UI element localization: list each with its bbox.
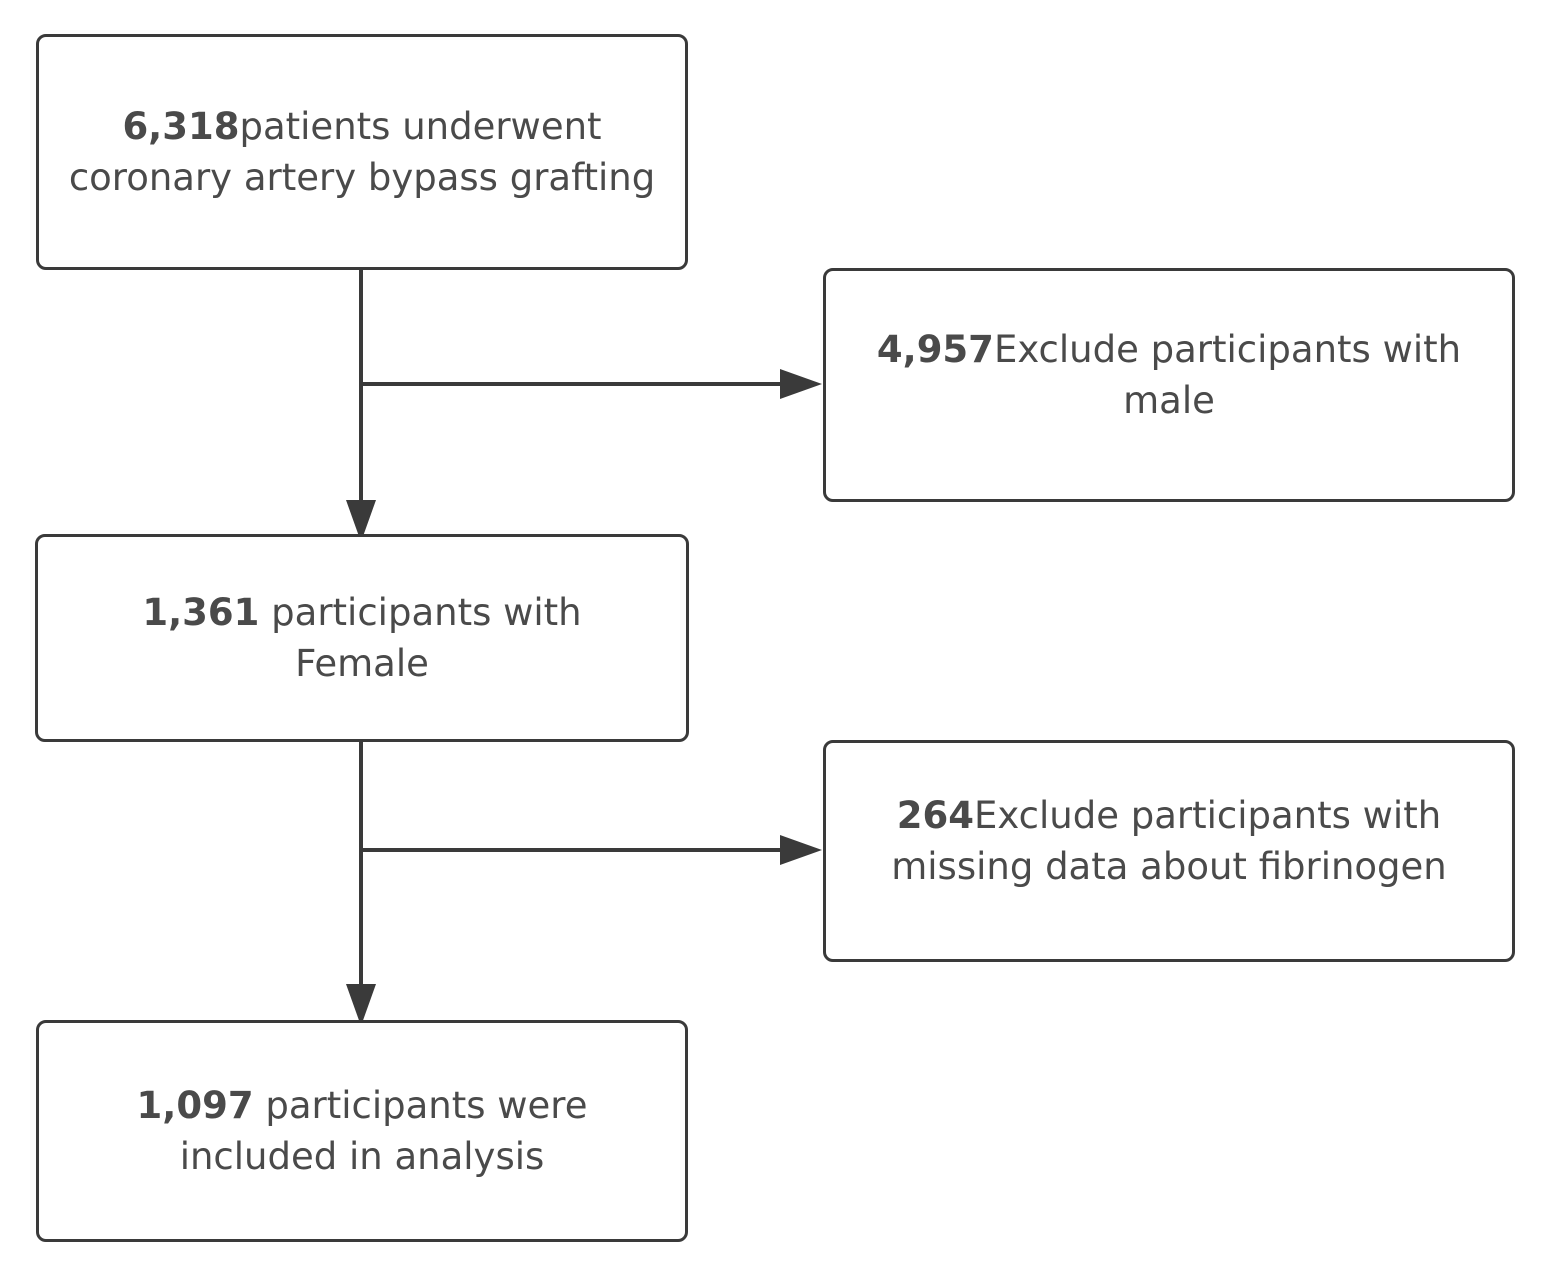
total-count: 6,318	[122, 105, 240, 148]
box-female-participants: 1,361 participants with Female	[35, 534, 689, 742]
excluded-male-description: Exclude participants with male	[993, 328, 1462, 422]
box-female-label: 1,361 participants with Female	[78, 587, 646, 689]
box-excluded-male: 4,957Exclude participants with male	[823, 268, 1515, 502]
box-final-label: 1,097 participants were included in anal…	[89, 1080, 635, 1182]
female-count: 1,361	[142, 591, 260, 634]
excluded-fibrinogen-description: Exclude participants with missing data a…	[891, 794, 1447, 888]
box-total-label: 6,318patients underwent coronary artery …	[67, 101, 657, 203]
female-description: participants with Female	[259, 591, 582, 685]
total-description: patients underwent coronary artery bypas…	[68, 105, 656, 199]
arrowhead-right-fibrinogen	[780, 835, 822, 865]
box-excluded-fibrinogen: 264Exclude participants with missing dat…	[823, 740, 1515, 962]
arrowhead-down-final	[346, 984, 376, 1026]
box-total-patients: 6,318patients underwent coronary artery …	[36, 34, 688, 270]
arrowhead-down-female	[346, 500, 376, 542]
box-excluded-male-label: 4,957Exclude participants with male	[864, 324, 1474, 426]
box-excluded-fibrinogen-label: 264Exclude participants with missing dat…	[856, 790, 1482, 892]
final-count: 1,097	[136, 1084, 254, 1127]
box-final-included: 1,097 participants were included in anal…	[36, 1020, 688, 1242]
arrowhead-right-male	[780, 369, 822, 399]
excluded-fibrinogen-count: 264	[896, 794, 975, 837]
final-description: participants were included in analysis	[179, 1084, 588, 1178]
excluded-male-count: 4,957	[876, 328, 994, 371]
